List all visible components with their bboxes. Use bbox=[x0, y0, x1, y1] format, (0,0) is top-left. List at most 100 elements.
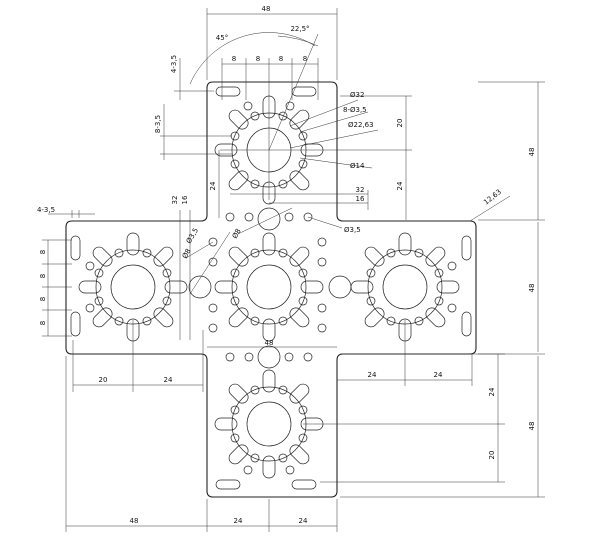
lead-d8: Ø8 bbox=[231, 227, 243, 240]
dim-left-16: 16 bbox=[181, 195, 189, 204]
bore-circle bbox=[382, 264, 428, 310]
hole bbox=[208, 237, 218, 247]
hole bbox=[317, 303, 327, 313]
hole bbox=[208, 323, 218, 333]
dim-right-24-b: 24 bbox=[434, 371, 443, 379]
dim-45-deg: 45° bbox=[216, 34, 228, 42]
hole bbox=[447, 303, 457, 313]
lead-8-d3-5: 8-Ø3,5 bbox=[343, 106, 367, 114]
pitch-circle bbox=[231, 386, 307, 462]
dim-base-48: 48 bbox=[130, 517, 139, 525]
hole bbox=[243, 465, 253, 475]
dim-right-48: 48 bbox=[528, 148, 536, 157]
dim-right-24-a: 24 bbox=[368, 371, 377, 379]
slot-left-top bbox=[70, 235, 81, 261]
dim-base-24-a: 24 bbox=[234, 517, 243, 525]
slot-left-bottom bbox=[70, 311, 81, 337]
lead-d8: Ø8 bbox=[181, 247, 193, 260]
top-arm-features bbox=[214, 86, 324, 205]
dim-4-3-5-top: 4-3,5 bbox=[170, 55, 178, 73]
bottom-arm-features bbox=[214, 369, 324, 490]
hole bbox=[284, 212, 294, 222]
dimension-lines bbox=[42, 8, 545, 532]
dim-8: 8 bbox=[256, 55, 260, 63]
bore-circle bbox=[110, 264, 156, 310]
left-arm-features bbox=[70, 232, 188, 342]
lead-d32: Ø32 bbox=[350, 91, 364, 99]
hole bbox=[285, 101, 295, 111]
hole bbox=[284, 352, 294, 362]
dim-top-48: 48 bbox=[262, 5, 271, 13]
hole bbox=[317, 237, 327, 247]
radial-slot-ring bbox=[214, 369, 324, 479]
hole bbox=[317, 257, 327, 267]
hole bbox=[285, 465, 295, 475]
bore-circle bbox=[246, 401, 292, 447]
dim-8: 8 bbox=[39, 321, 47, 325]
slot-right-top bbox=[461, 235, 472, 261]
dim-22-5-deg: 22,5° bbox=[290, 25, 309, 33]
dim-left-24-bottom: 24 bbox=[164, 376, 173, 384]
hole bbox=[225, 352, 235, 362]
plate-outline bbox=[65, 81, 477, 498]
dim-mid-48: 48 bbox=[265, 339, 274, 347]
hole bbox=[208, 303, 218, 313]
dim-16: 16 bbox=[356, 195, 365, 203]
dim-center-48: 48 bbox=[528, 284, 536, 293]
slot-bottom-right bbox=[291, 479, 317, 490]
hole bbox=[208, 257, 218, 267]
dim-8: 8 bbox=[232, 55, 236, 63]
dim-left-32: 32 bbox=[171, 196, 179, 205]
dim-8: 8 bbox=[39, 297, 47, 301]
dim-bottom-48: 48 bbox=[528, 422, 536, 431]
dim-left-4-3-5: 4-3,5 bbox=[37, 206, 55, 214]
hole bbox=[85, 261, 95, 271]
dim-left-20: 20 bbox=[99, 376, 108, 384]
dimension-labels: 48 22,5° 45° 8 8 8 8 4-3,5 8-3,5 Ø32 8-Ø… bbox=[37, 5, 536, 525]
radial-slot-ring bbox=[214, 95, 324, 205]
slot-right-bottom bbox=[461, 311, 472, 337]
pitch-circle bbox=[367, 249, 443, 325]
dim-bottom-24: 24 bbox=[488, 387, 496, 396]
dim-base-24-b: 24 bbox=[299, 517, 308, 525]
slot-bottom-left bbox=[215, 479, 241, 490]
hole bbox=[303, 352, 313, 362]
dim-32: 32 bbox=[356, 186, 365, 194]
pitch-circle bbox=[95, 249, 171, 325]
hole bbox=[85, 303, 95, 313]
right-arm-features bbox=[350, 232, 472, 342]
hole bbox=[447, 261, 457, 271]
slot-top-right bbox=[291, 86, 317, 97]
hole bbox=[317, 323, 327, 333]
pitch-circle bbox=[231, 249, 307, 325]
hole bbox=[244, 352, 254, 362]
dim-8: 8 bbox=[39, 250, 47, 254]
hole bbox=[225, 212, 235, 222]
lead-d14: Ø14 bbox=[350, 162, 365, 170]
hole bbox=[243, 101, 253, 111]
center-features bbox=[188, 207, 352, 369]
dim-left-24: 24 bbox=[209, 181, 217, 190]
dim-8-3-5: 8-3,5 bbox=[154, 115, 162, 133]
hole-large bbox=[257, 207, 281, 231]
slot-top-left bbox=[215, 86, 241, 97]
lead-d3-5-left: Ø3,5 bbox=[185, 227, 200, 245]
hole-large bbox=[328, 275, 352, 299]
dim-8: 8 bbox=[39, 274, 47, 278]
bore-circle bbox=[246, 264, 292, 310]
hole-large bbox=[257, 345, 281, 369]
dim-right-20: 20 bbox=[396, 119, 404, 128]
dim-8: 8 bbox=[303, 55, 307, 63]
dim-8: 8 bbox=[279, 55, 283, 63]
radial-slot-ring bbox=[214, 232, 324, 342]
radial-slot-ring bbox=[350, 232, 460, 342]
dim-right-24: 24 bbox=[396, 181, 404, 190]
lead-d3-5-right: Ø3,5 bbox=[344, 226, 361, 234]
hole bbox=[244, 212, 254, 222]
hole-large bbox=[188, 275, 212, 299]
dim-12-63: 12,63 bbox=[482, 188, 503, 207]
lead-d22-63: Ø22,63 bbox=[348, 121, 374, 129]
hole bbox=[303, 212, 313, 222]
dim-bottom-20: 20 bbox=[488, 451, 496, 460]
